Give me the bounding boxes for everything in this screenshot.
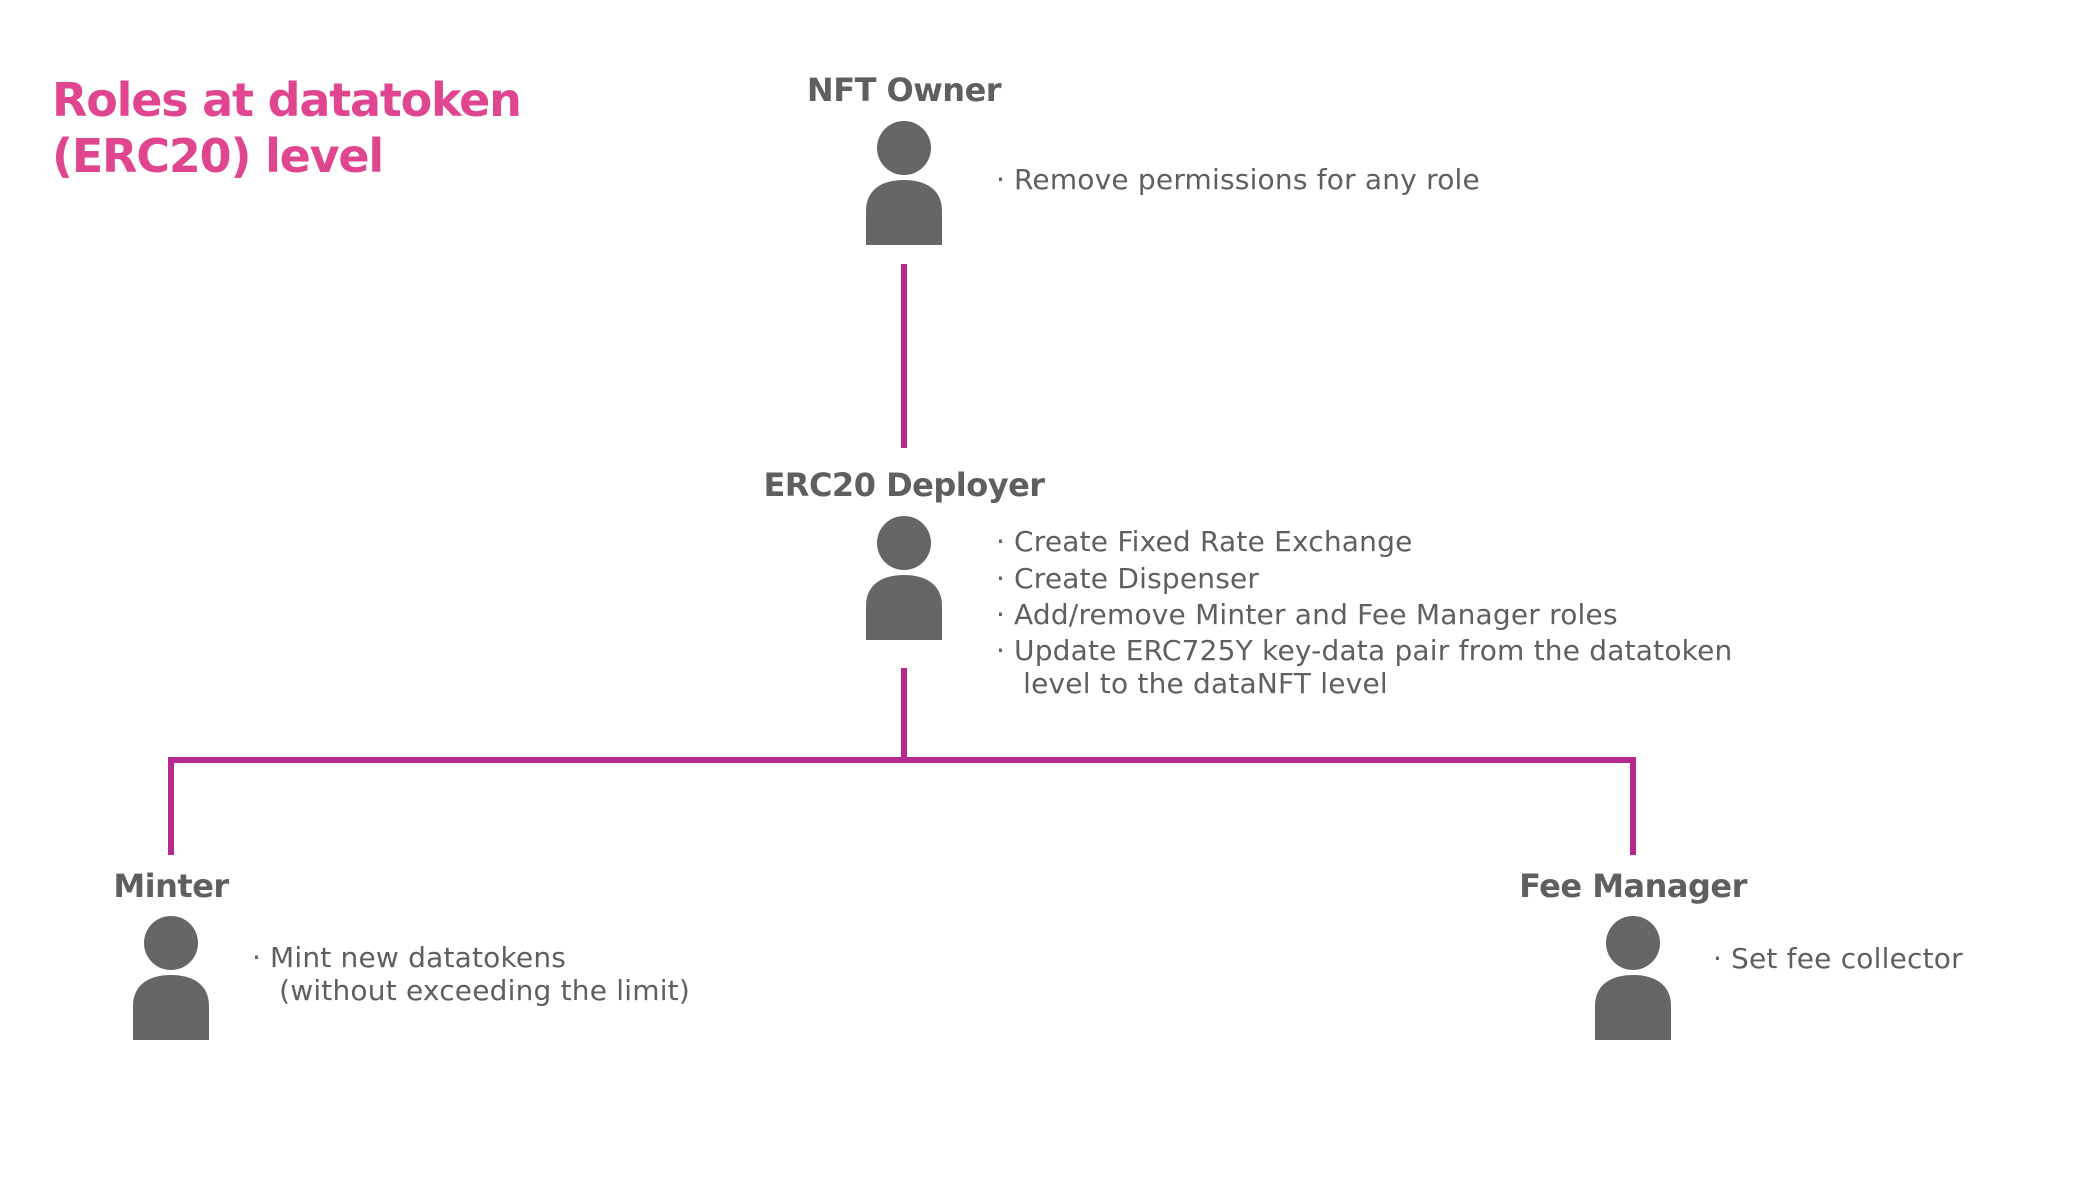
- role-name-nft-owner: NFT Owner: [806, 71, 1002, 109]
- permission-item: Create Fixed Rate Exchange: [996, 524, 1732, 561]
- diagram-title-line-1: Roles at datatoken: [52, 73, 522, 127]
- person-icon: [1595, 916, 1671, 1040]
- person-icon: [866, 516, 942, 640]
- permission-list-fee-manager: Set fee collector: [1713, 941, 1963, 978]
- role-name-minter: Minter: [113, 867, 229, 905]
- permission-list-minter: Mint new datatokens (without exceeding t…: [252, 941, 690, 1007]
- role-name-erc20-deployer: ERC20 Deployer: [763, 466, 1045, 504]
- role-name-fee-manager: Fee Manager: [1519, 867, 1747, 905]
- permission-item: Add/remove Minter and Fee Manager roles: [996, 597, 1732, 634]
- permission-item: Mint new datatokens (without exceeding t…: [252, 941, 690, 1007]
- person-icon: [133, 916, 209, 1040]
- person-icon: [866, 121, 942, 245]
- permission-item: Set fee collector: [1713, 941, 1963, 978]
- diagram-title-line-2: (ERC20) level: [52, 129, 384, 183]
- permission-item: Remove permissions for any role: [996, 162, 1480, 199]
- permission-item: Create Dispenser: [996, 561, 1732, 598]
- permission-list-erc20-deployer: Create Fixed Rate Exchange Create Dispen…: [996, 524, 1732, 700]
- diagram-title: Roles at datatoken (ERC20) level: [52, 72, 522, 184]
- permission-item: Update ERC725Y key-data pair from the da…: [996, 634, 1732, 700]
- permission-list-nft-owner: Remove permissions for any role: [996, 162, 1480, 199]
